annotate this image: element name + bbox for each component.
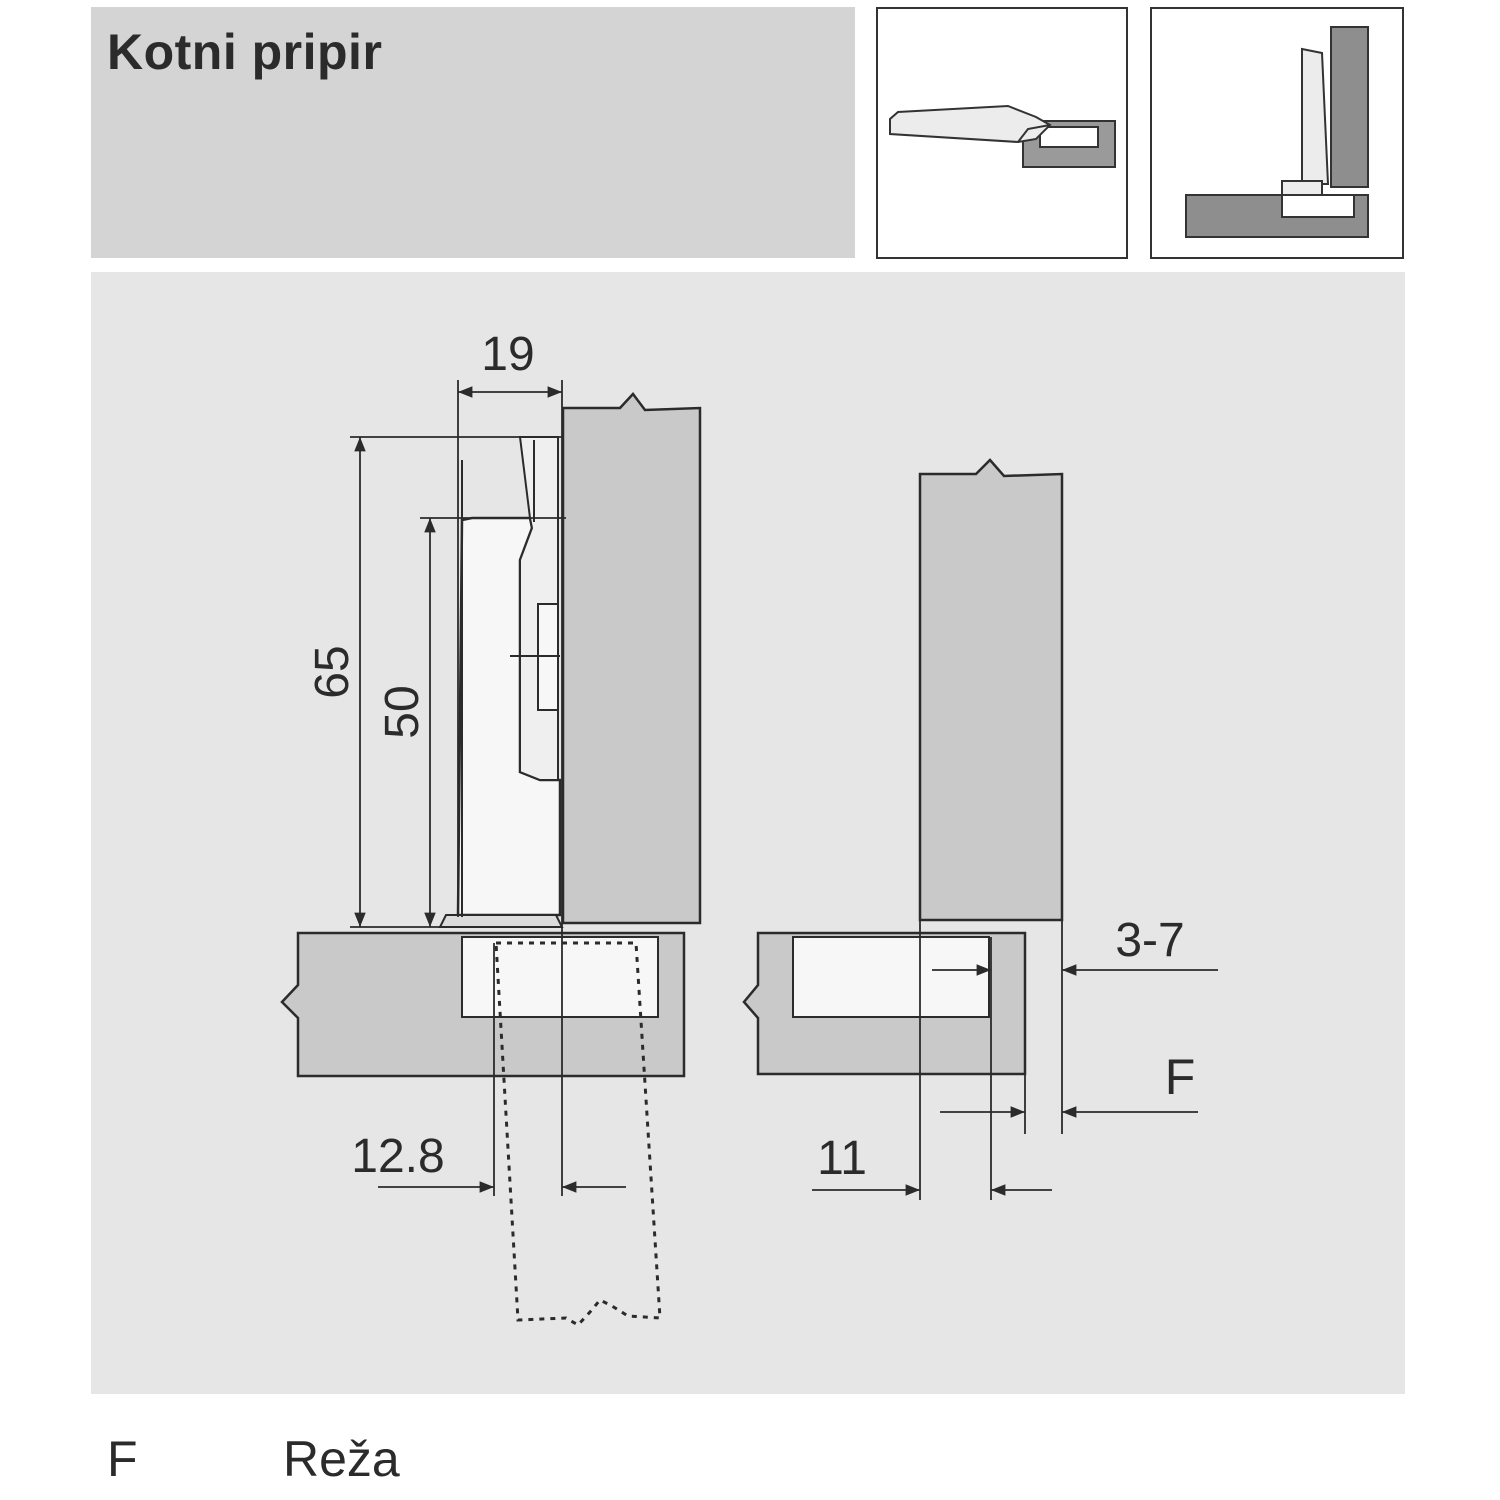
dim-12-8-label: 12.8	[351, 1130, 444, 1183]
cup-recess-right	[792, 936, 990, 1018]
legend-text: Reža	[283, 1431, 400, 1487]
technical-drawing: 19 65 50 12.8 3-7 F 11	[91, 272, 1405, 1394]
dim-50-label: 50	[376, 685, 429, 738]
hinge-top-view-icon	[889, 104, 1116, 168]
dim-3-7-label: 3-7	[1115, 914, 1184, 967]
dim-f-label: F	[1165, 1049, 1196, 1105]
title-band: Kotni pripir	[91, 7, 855, 258]
side-panel-right	[918, 458, 1064, 922]
dim-19-label: 19	[481, 328, 534, 381]
dim-11-label: 11	[817, 1132, 867, 1185]
hinge-corner-mount-thumbnail	[1150, 7, 1404, 259]
side-panel-left	[561, 392, 702, 925]
drawing-canvas: 19 65 50 12.8 3-7 F 11	[280, 328, 1218, 1327]
legend-key: F	[107, 1431, 138, 1487]
dim-65-label: 65	[306, 645, 359, 698]
hinge-corner-mount-icon	[1185, 26, 1369, 238]
hinge-top-view-thumbnail	[876, 7, 1128, 259]
hinge-cup-recess	[461, 936, 659, 1018]
page-title: Kotni pripir	[107, 24, 383, 80]
